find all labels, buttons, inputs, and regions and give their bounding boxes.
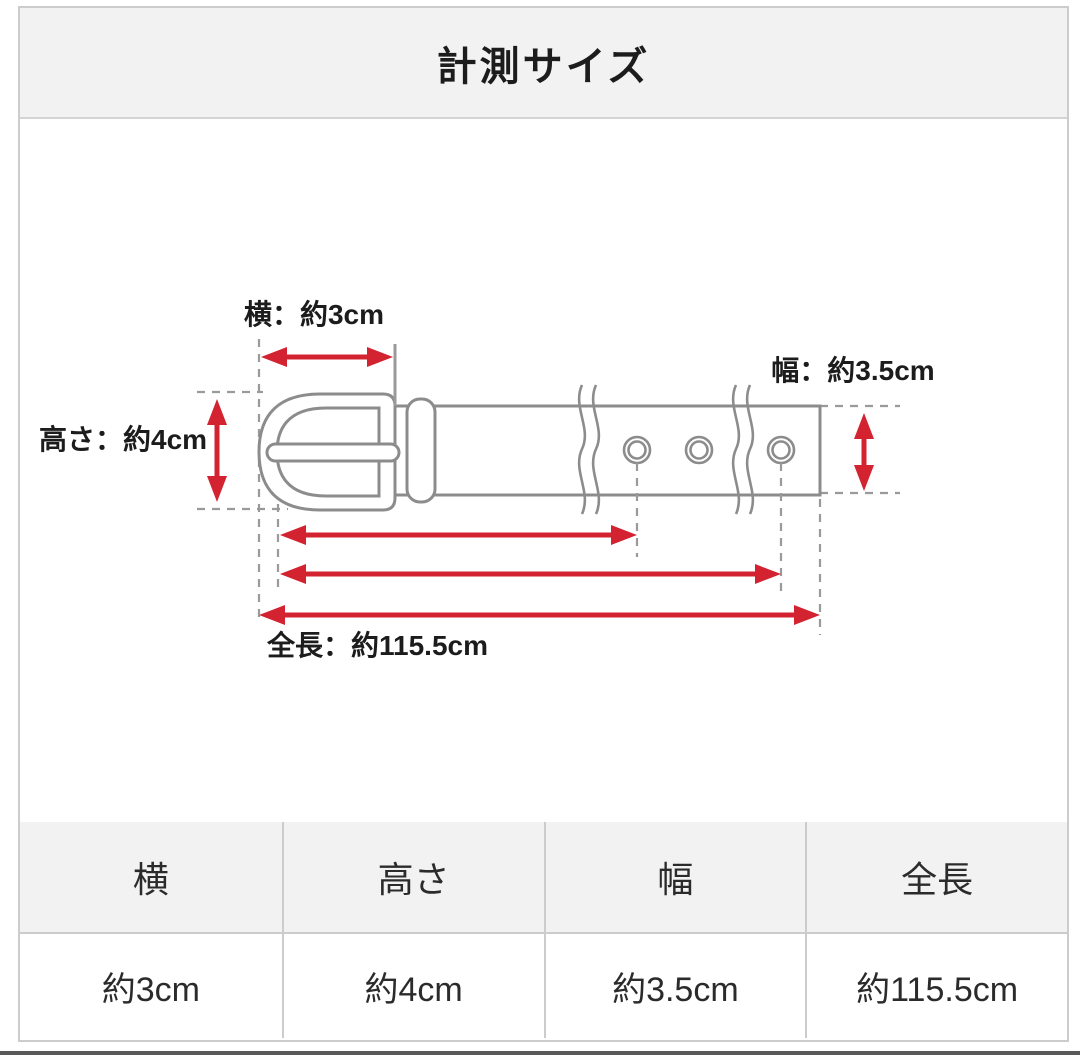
belt-hole-1-inner bbox=[627, 440, 647, 460]
panel-title: 計測サイズ bbox=[436, 44, 651, 89]
th-height: 高さ bbox=[281, 822, 544, 932]
td-width: 約3cm bbox=[20, 934, 282, 1038]
th-width: 横 bbox=[132, 859, 169, 900]
arrow-to-hole-1 bbox=[280, 525, 637, 545]
label-total-length: 全長：約115.5cm bbox=[266, 629, 488, 661]
arrow-buckle-width bbox=[261, 347, 393, 367]
belt-diagram-svg: 横：約3cm 高さ：約4cm 幅：約3.5cm 全長：約115.5cm bbox=[39, 298, 935, 661]
label-buckle-width: 横：約3cm bbox=[244, 298, 384, 330]
td-strap-width: 約3.5cm bbox=[543, 934, 806, 1038]
size-table-header-row: 横 高さ 幅 全長 bbox=[20, 822, 1067, 934]
guide-lines-over bbox=[276, 344, 822, 635]
arrow-buckle-height bbox=[207, 399, 227, 502]
th-total-length: 全長 bbox=[805, 822, 1067, 932]
buckle-pin bbox=[265, 442, 401, 463]
panel-title-band: 計測サイズ bbox=[20, 8, 1067, 119]
dimension-labels: 横：約3cm 高さ：約4cm 幅：約3.5cm 全長：約115.5cm bbox=[39, 298, 935, 661]
label-buckle-height: 高さ：約4cm bbox=[39, 423, 207, 455]
break-wave-2b bbox=[745, 384, 755, 515]
arrow-strap-width bbox=[854, 413, 874, 491]
break-wave-2a bbox=[731, 384, 741, 515]
measurement-panel: 計測サイズ bbox=[18, 6, 1069, 1042]
break-wave-1b bbox=[591, 384, 601, 515]
td-total-length: 約115.5cm bbox=[805, 934, 1067, 1038]
label-strap-width: 幅：約3.5cm bbox=[771, 354, 934, 386]
belt-hole-2-inner bbox=[689, 440, 709, 460]
arrow-to-hole-3 bbox=[280, 564, 781, 584]
belt-strap bbox=[377, 404, 822, 497]
belt bbox=[257, 384, 822, 515]
th-strap-width: 幅 bbox=[543, 822, 806, 932]
belt-diagram-area: 横：約3cm 高さ：約4cm 幅：約3.5cm 全長：約115.5cm bbox=[20, 119, 1067, 822]
td-height: 約4cm bbox=[281, 934, 544, 1038]
arrow-total-length bbox=[259, 605, 820, 625]
belt-hole-3-inner bbox=[771, 440, 791, 460]
size-table-value-row: 約3cm 約4cm 約3.5cm 約115.5cm bbox=[20, 934, 1067, 1038]
size-table: 横 高さ 幅 全長 約3cm 約4cm 約3.5cm 約115.5cm bbox=[20, 822, 1067, 1038]
bottom-divider bbox=[0, 1051, 1080, 1055]
belt-keeper bbox=[405, 397, 437, 504]
break-wave-1a bbox=[577, 384, 587, 515]
guide-lines-under bbox=[197, 339, 900, 619]
